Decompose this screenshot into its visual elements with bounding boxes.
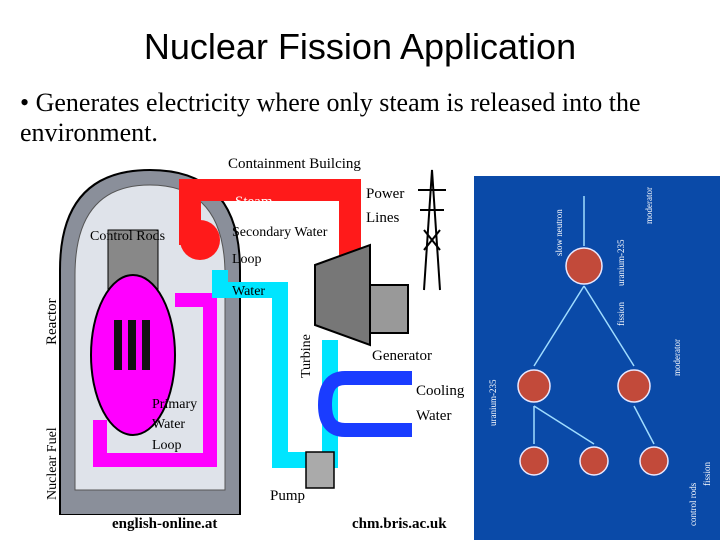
steam-pipe <box>179 179 361 270</box>
cooling-water-loop <box>317 371 412 437</box>
steam-generator <box>180 220 220 260</box>
label-primary-3: Loop <box>152 438 182 453</box>
photo-label-uranium-2: uranium-235 <box>488 379 498 426</box>
diagram-credit: english-online.at <box>112 516 218 532</box>
label-control-rods: Control Rods <box>90 229 165 244</box>
neutron-paths <box>533 196 655 445</box>
photo-label-moderator-1: moderator <box>644 187 654 224</box>
photo-label-moderator-2: moderator <box>672 339 682 376</box>
pump <box>305 451 335 489</box>
generator <box>369 284 409 334</box>
label-turbine: Turbine <box>299 334 314 378</box>
label-nuclear-fuel: Nuclear Fuel <box>45 427 60 500</box>
label-secondary-1: Secondary Water <box>232 225 328 240</box>
label-pump: Pump <box>270 488 305 504</box>
label-cooling-2: Water <box>416 408 451 424</box>
photo-label-control-rods: control rods <box>688 482 698 526</box>
power-plant-diagram: Containment Builcing Steam Power Lines C… <box>44 156 465 515</box>
photo-credit: chm.bris.ac.uk <box>352 516 447 532</box>
label-primary-1: Primary <box>152 397 197 412</box>
label-primary-2: Water <box>152 417 185 432</box>
photo-background <box>474 176 720 540</box>
label-secondary-2: Loop <box>232 252 262 267</box>
turbine <box>314 243 371 347</box>
label-generator: Generator <box>372 348 432 364</box>
label-cooling-1: Cooling <box>416 383 465 399</box>
label-steam: Steam <box>235 194 273 210</box>
slide-title: Nuclear Fission Application <box>143 26 577 67</box>
bullet-text: • Generates electricity where only steam… <box>20 88 641 147</box>
label-water: Water <box>232 284 265 299</box>
secondary-water-loop <box>212 270 338 468</box>
label-containment: Containment Builcing <box>228 156 361 172</box>
photo-label-slow-neutron: slow neutron <box>554 209 564 256</box>
label-power-1: Power <box>366 186 404 202</box>
photo-label-fission-2: fission <box>702 461 712 486</box>
power-tower-icon <box>418 169 446 291</box>
label-power-2: Lines <box>366 210 399 226</box>
label-reactor: Reactor <box>44 298 60 345</box>
fuel-rods <box>114 320 150 370</box>
photo-label-fission-1: fission <box>616 301 626 326</box>
uranium-nuclei <box>517 247 669 476</box>
photo-label-uranium-1: uranium-235 <box>616 239 626 286</box>
fission-illustration: moderator slow neutron uranium-235 fissi… <box>474 176 720 540</box>
primary-water-loop <box>93 293 217 467</box>
